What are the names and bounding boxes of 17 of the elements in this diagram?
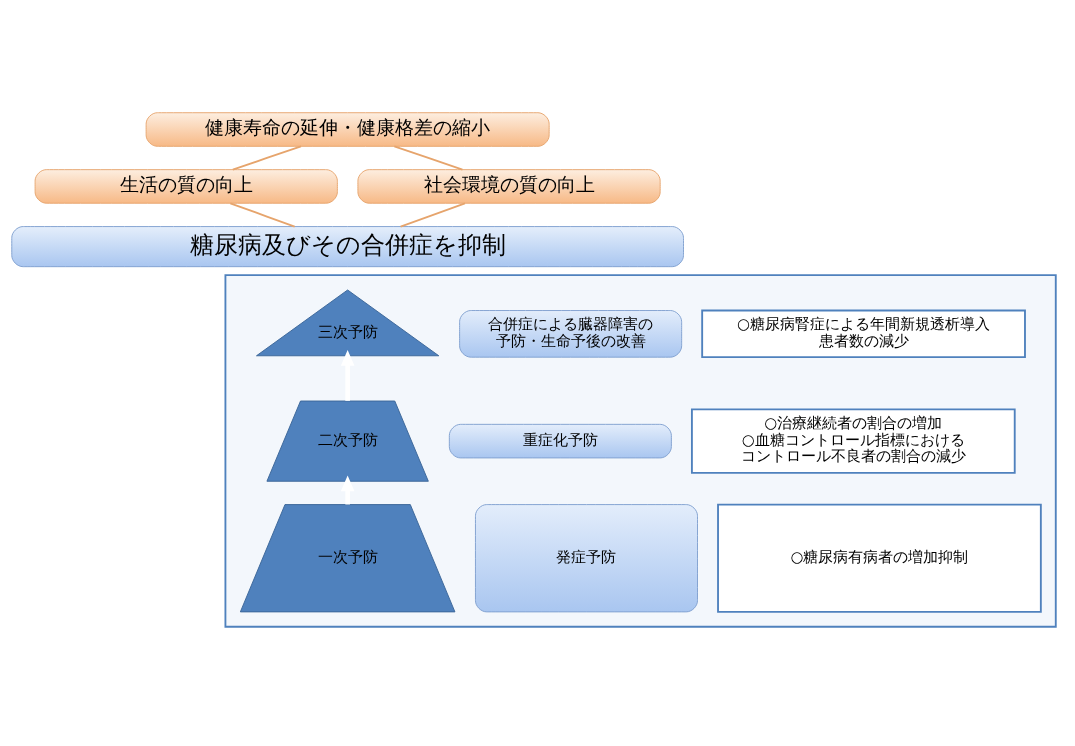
node-box: 社会環境の質の向上	[357, 168, 661, 204]
node-box: 合併症による臓器障害の予防・生命予後の改善	[459, 309, 683, 358]
connector	[399, 201, 466, 227]
node-box: 重症化予防	[448, 423, 672, 458]
node-box: 発症予防	[475, 503, 698, 612]
node-box: 糖尿病及びその合併症を抑制	[11, 225, 684, 267]
node-box: ○治療継続者の割合の増加 ○血糖コントロール指標におけるコントロール不良者の割合の減少	[690, 408, 1016, 474]
connector	[393, 144, 464, 171]
connector	[231, 144, 302, 171]
cluster	[224, 273, 1057, 628]
node-box: 健康寿命の延伸・健康格差の縮小	[145, 111, 550, 147]
arrow	[340, 475, 355, 504]
arrow	[340, 349, 355, 401]
node-box: ○糖尿病腎症による年間新規透析導入患者数の減少	[701, 309, 1026, 358]
node-box: ○糖尿病有病者の増加抑制	[717, 503, 1042, 613]
node-box: 生活の質の向上	[34, 168, 338, 204]
connector	[229, 201, 296, 227]
